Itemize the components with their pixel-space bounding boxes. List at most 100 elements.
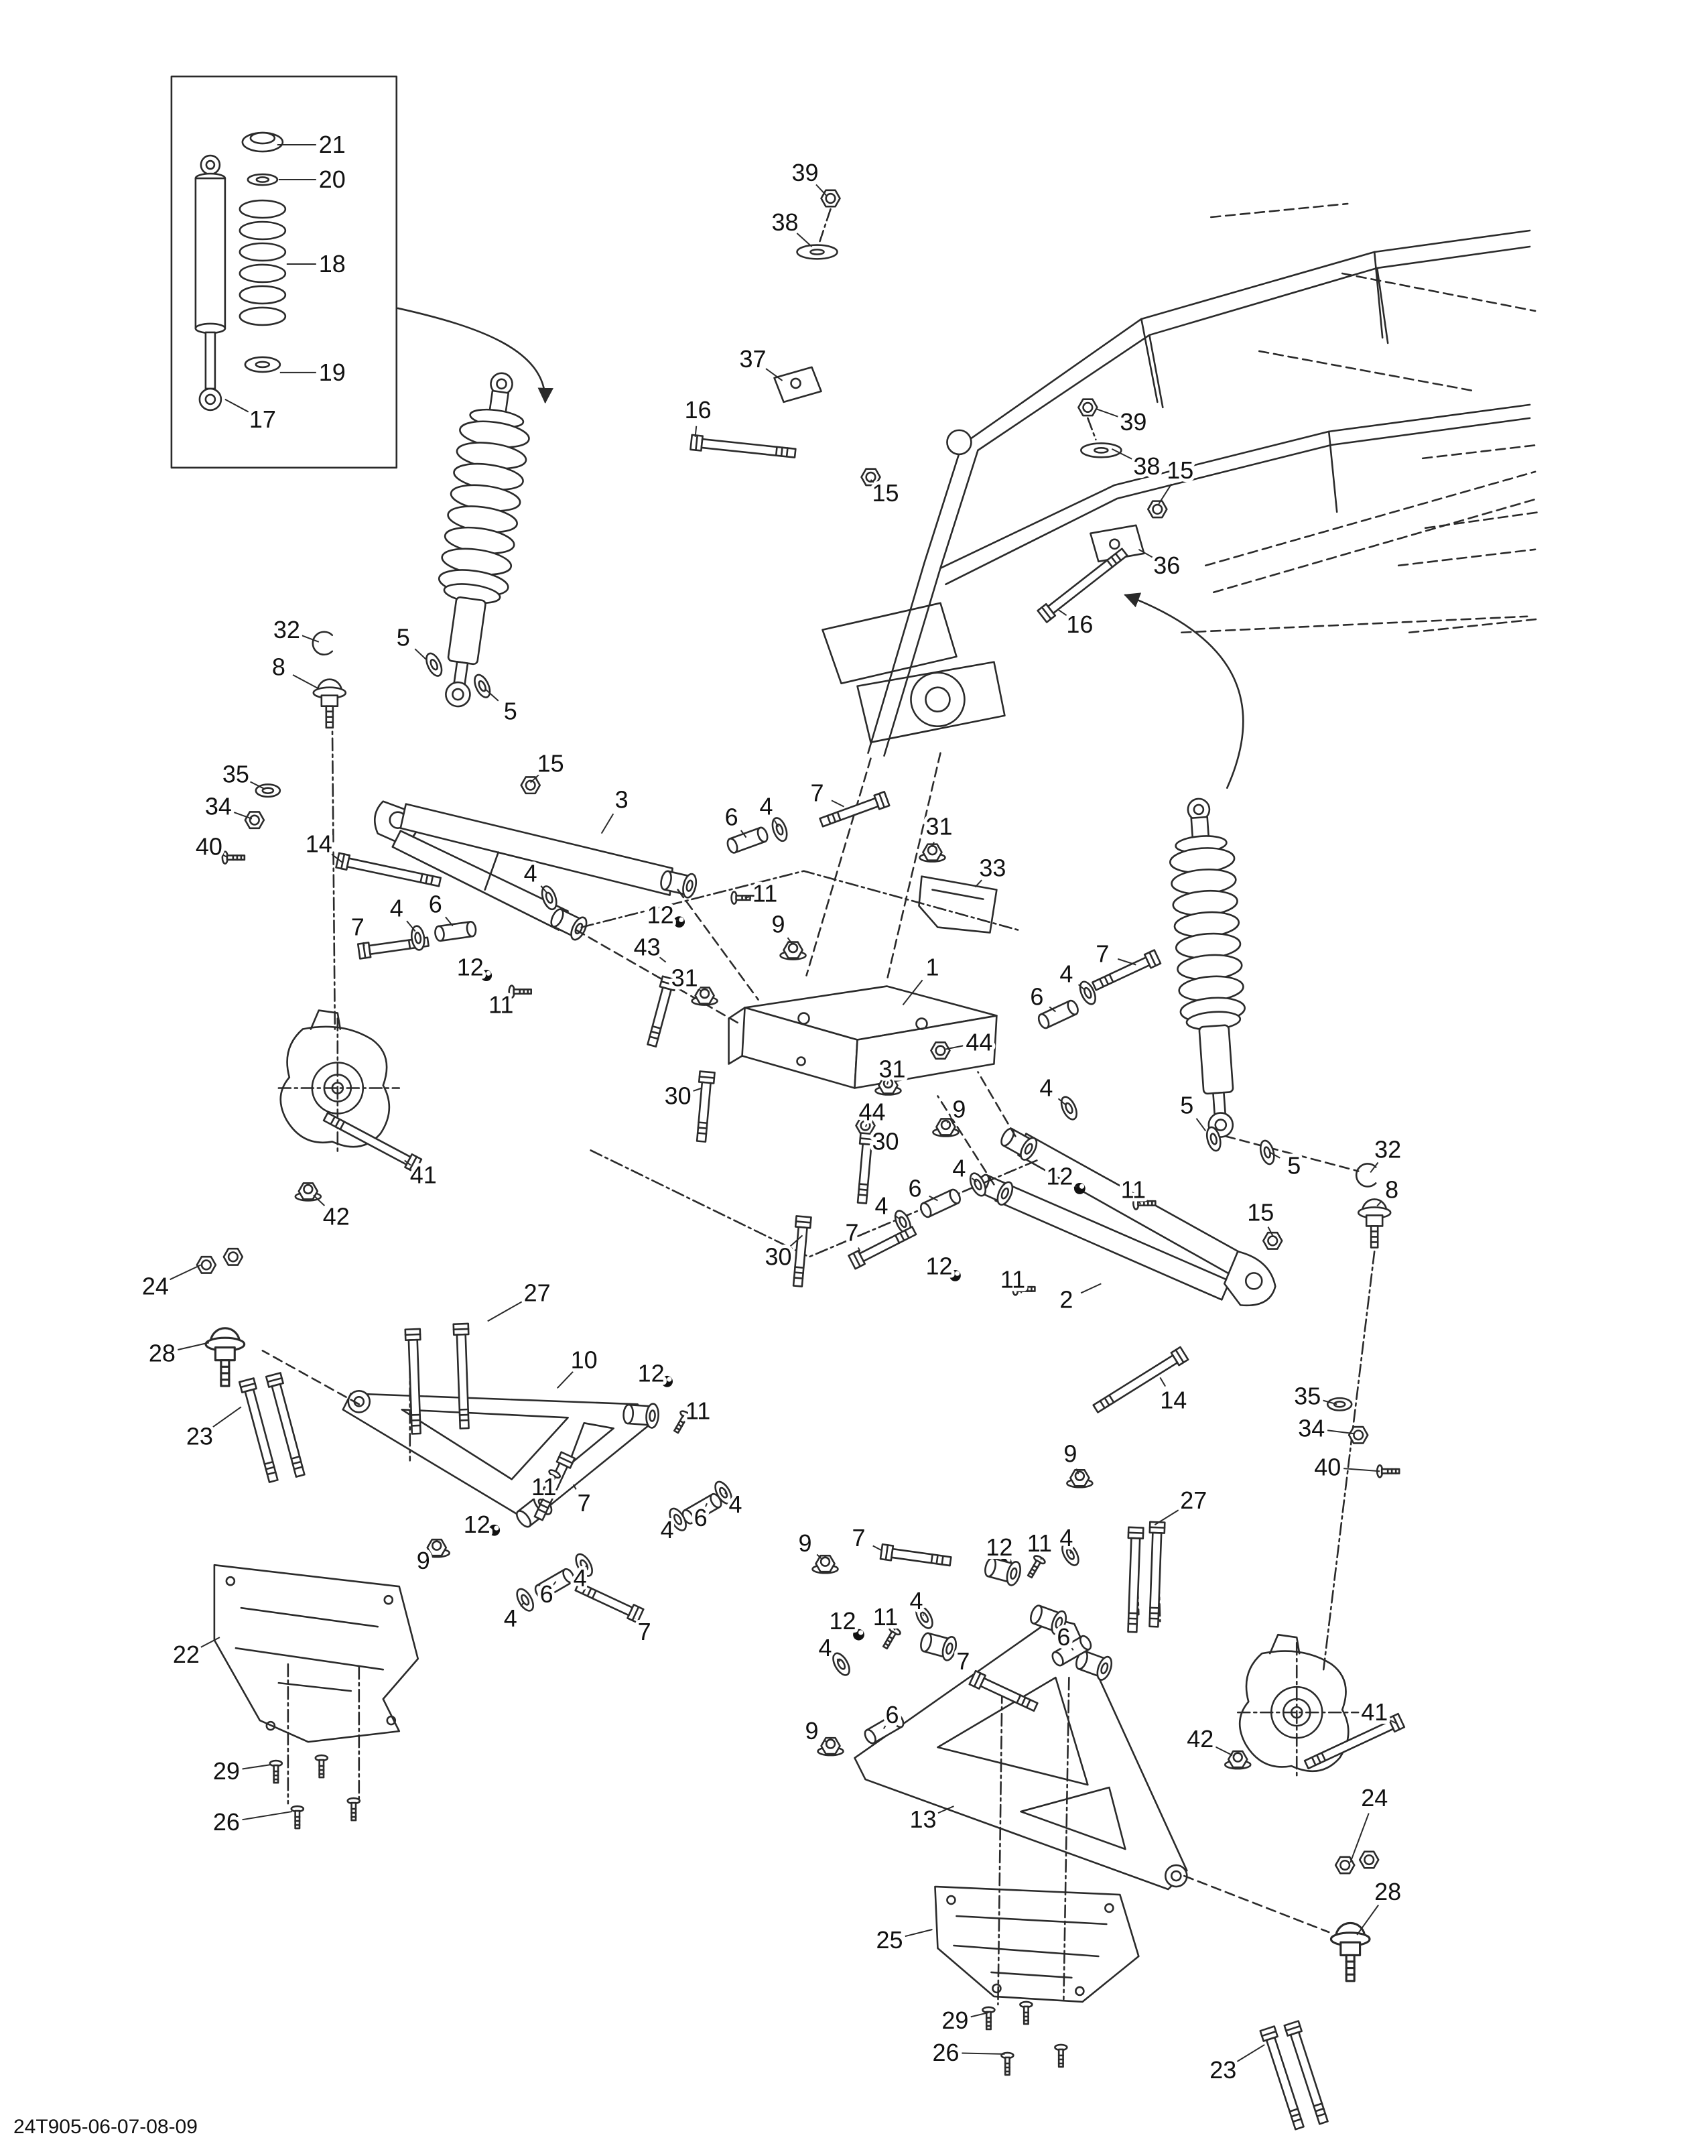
callout-19: 19: [319, 359, 346, 386]
screw: [269, 1759, 283, 1784]
ball-joint: [204, 1327, 246, 1387]
callout-leader-6: [740, 830, 747, 838]
callout-32: 32: [273, 616, 300, 643]
callout-24: 24: [1361, 1784, 1388, 1812]
circlip: [1355, 1163, 1377, 1188]
callout-21: 21: [319, 131, 346, 158]
callout-leader-11: [893, 1627, 896, 1631]
callout-leader-41: [404, 1159, 411, 1166]
callout-leader-25: [905, 1929, 933, 1938]
steering-knuckle-right: [1236, 1633, 1360, 1778]
screw: [730, 891, 754, 905]
shock-body: [194, 154, 226, 411]
screw: [290, 1805, 305, 1830]
callout-11: 11: [1000, 1265, 1025, 1293]
callout-leader-8: [292, 674, 320, 690]
callout-34: 34: [205, 793, 232, 820]
callout-5: 5: [504, 698, 517, 725]
callout-leader-44: [945, 1045, 964, 1050]
callout-leader-5: [484, 688, 499, 702]
callout-39: 39: [1120, 408, 1146, 436]
bushing: [622, 1401, 661, 1430]
callout-40: 40: [1314, 1453, 1341, 1480]
callout-41: 41: [1361, 1698, 1388, 1726]
callout-27: 27: [1180, 1486, 1207, 1514]
callout-leader-9: [816, 1553, 822, 1559]
callout-leader-23: [212, 1406, 242, 1428]
lube-fitting: [673, 916, 685, 928]
callout-13: 13: [909, 1805, 936, 1833]
callout-11: 11: [531, 1473, 556, 1501]
callout-31: 31: [925, 813, 952, 840]
callout-leader-17: [224, 399, 249, 413]
callout-leader-39: [815, 184, 828, 196]
callout-leader-5: [414, 648, 427, 660]
callout-leader-35: [249, 781, 266, 790]
callout-leader-22: [200, 1637, 220, 1648]
callout-18: 18: [319, 250, 346, 277]
shock-absorber-right: [1169, 798, 1246, 1138]
callout-35: 35: [1294, 1382, 1321, 1409]
callout-7: 7: [638, 1618, 651, 1645]
callout-41: 41: [410, 1161, 437, 1188]
callout-28: 28: [1374, 1878, 1401, 1905]
callout-28: 28: [149, 1339, 176, 1367]
washer: [1057, 1093, 1081, 1123]
callout-leader-24: [1350, 1813, 1370, 1863]
callout-5: 5: [397, 624, 410, 651]
callout-7: 7: [351, 913, 365, 941]
callout-4: 4: [504, 1604, 517, 1632]
callout-leader-7: [1117, 958, 1136, 966]
callout-4: 4: [1039, 1074, 1053, 1101]
callout-leader-38: [1111, 448, 1133, 460]
skid-plate-left: [213, 1564, 419, 1743]
washer: [422, 650, 446, 680]
callout-5: 5: [1180, 1091, 1193, 1119]
lower-a-arm-right: [854, 1600, 1188, 1891]
callout-leader-15: [1267, 1226, 1274, 1236]
ball-joint: [312, 678, 347, 729]
callout-5: 5: [1287, 1151, 1301, 1179]
bolt: [1124, 1526, 1144, 1633]
upper-a-arm-left: [373, 800, 700, 943]
bushing: [917, 1629, 960, 1663]
callout-9: 9: [805, 1717, 819, 1745]
callout-leader-3: [600, 813, 614, 834]
callout-30: 30: [665, 1082, 692, 1109]
callout-leader-24: [170, 1264, 202, 1281]
callout-44: 44: [858, 1098, 885, 1125]
callout-leader-31: [886, 1081, 889, 1085]
callout-7: 7: [956, 1647, 970, 1675]
spring-seat: [244, 356, 281, 373]
callout-leader-4: [1057, 1098, 1067, 1106]
callout-leader-32: [301, 635, 320, 643]
callout-12: 12: [986, 1533, 1012, 1561]
callout-4: 4: [729, 1491, 742, 1518]
callout-leader-23: [1236, 2044, 1265, 2063]
callout-4: 4: [760, 793, 773, 820]
callout-leader-10: [556, 1371, 574, 1389]
callout-12: 12: [647, 901, 674, 929]
callout-leader-34: [1327, 1430, 1355, 1435]
callout-6: 6: [429, 891, 442, 918]
callout-leader-27: [1154, 1509, 1181, 1526]
washer: [513, 1585, 537, 1614]
callout-leader-42: [1214, 1745, 1233, 1756]
callout-9: 9: [772, 911, 785, 938]
bolt: [789, 1215, 812, 1288]
callout-7: 7: [811, 779, 824, 807]
callout-6: 6: [725, 804, 738, 831]
screw: [221, 850, 246, 865]
screw: [982, 2006, 996, 2031]
callout-11: 11: [488, 991, 513, 1019]
washer: [829, 1649, 854, 1679]
shock-absorber-left: [438, 372, 530, 708]
callout-leader-42: [313, 1194, 326, 1206]
callout-leader-4: [1077, 984, 1086, 991]
callout-9: 9: [799, 1529, 812, 1557]
flange-nut: [811, 1554, 839, 1574]
screw: [346, 1797, 361, 1822]
callout-31: 31: [671, 964, 698, 992]
callout-35: 35: [222, 761, 249, 788]
